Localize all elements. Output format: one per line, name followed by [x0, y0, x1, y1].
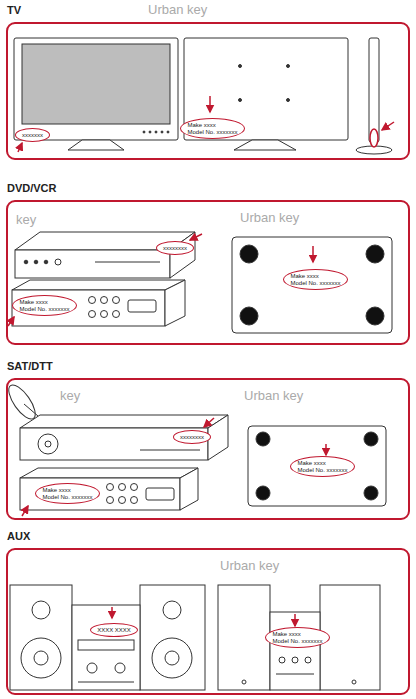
label-text: Model No. xxxxxxx: [19, 306, 69, 313]
label-oval: xxxxxxx: [15, 128, 50, 142]
label-oval: XXXX XXXX: [90, 623, 138, 637]
label-text: Make xxxx: [297, 460, 347, 467]
label-text: Model No. xxxxxxx: [290, 280, 340, 287]
label-text-group: xxxxxxxx: [180, 434, 204, 441]
label-text: xxxxxxxx: [163, 245, 187, 252]
label-text-group: XXXX XXXX: [97, 627, 131, 634]
label-oval: Make xxxxModel No. xxxxxxx: [290, 456, 355, 477]
label-oval: Make xxxxModel No. xxxxxxx: [283, 269, 348, 290]
label-text: Make xxxx: [290, 273, 340, 280]
label-oval: xxxxxxxx: [173, 430, 211, 444]
section-heading: DVD/VCR: [7, 182, 57, 194]
label-text: Model No. xxxxxxx: [187, 129, 237, 136]
label-text-group: Make xxxxModel No. xxxxxxx: [42, 487, 92, 501]
label-text-group: Make xxxxModel No. xxxxxxx: [272, 631, 322, 645]
label-text-group: Make xxxxModel No. xxxxxxx: [187, 122, 237, 136]
watermark-text: Urban key: [220, 558, 279, 573]
label-oval: Make xxxxModel No. xxxxxxx: [180, 118, 245, 139]
watermark-text: Urban key: [244, 388, 303, 403]
label-oval: Make xxxxModel No. xxxxxxx: [265, 627, 330, 648]
section-heading: SAT/DTT: [7, 360, 53, 372]
section-panel: AUXXXXX XXXXMake xxxxModel No. xxxxxxx: [6, 548, 410, 695]
label-text: Model No. xxxxxxx: [42, 494, 92, 501]
label-text: Make xxxx: [187, 122, 237, 129]
label-text: xxxxxxxx: [180, 434, 204, 441]
label-oval: Make xxxxModel No. xxxxxxx: [12, 295, 77, 316]
label-text-group: xxxxxxx: [22, 132, 43, 139]
label-text-group: xxxxxxxx: [163, 245, 187, 252]
label-oval: xxxxxxxx: [156, 241, 194, 255]
label-text-group: Make xxxxModel No. xxxxxxx: [19, 299, 69, 313]
label-text: xxxxxxx: [22, 132, 43, 139]
section-panel: TVxxxxxxxMake xxxxModel No. xxxxxxx: [6, 22, 410, 160]
watermark-text: Urban key: [240, 210, 299, 225]
watermark-text: Urban key: [148, 2, 207, 17]
section-heading: AUX: [7, 530, 30, 542]
label-text: Make xxxx: [42, 487, 92, 494]
label-oval: Make xxxxModel No. xxxxxxx: [35, 483, 100, 504]
label-text: Make xxxx: [19, 299, 69, 306]
label-text: Model No. xxxxxxx: [297, 467, 347, 474]
label-text-group: Make xxxxModel No. xxxxxxx: [297, 460, 347, 474]
label-text: Model No. xxxxxxx: [272, 638, 322, 645]
section-panel: DVD/VCRxxxxxxxxMake xxxxModel No. xxxxxx…: [6, 200, 410, 345]
watermark-text: key: [16, 212, 36, 227]
watermark-text: key: [60, 388, 80, 403]
label-text: Make xxxx: [272, 631, 322, 638]
label-text-group: Make xxxxModel No. xxxxxxx: [290, 273, 340, 287]
section-heading: TV: [7, 4, 21, 16]
label-text: XXXX XXXX: [97, 627, 131, 634]
